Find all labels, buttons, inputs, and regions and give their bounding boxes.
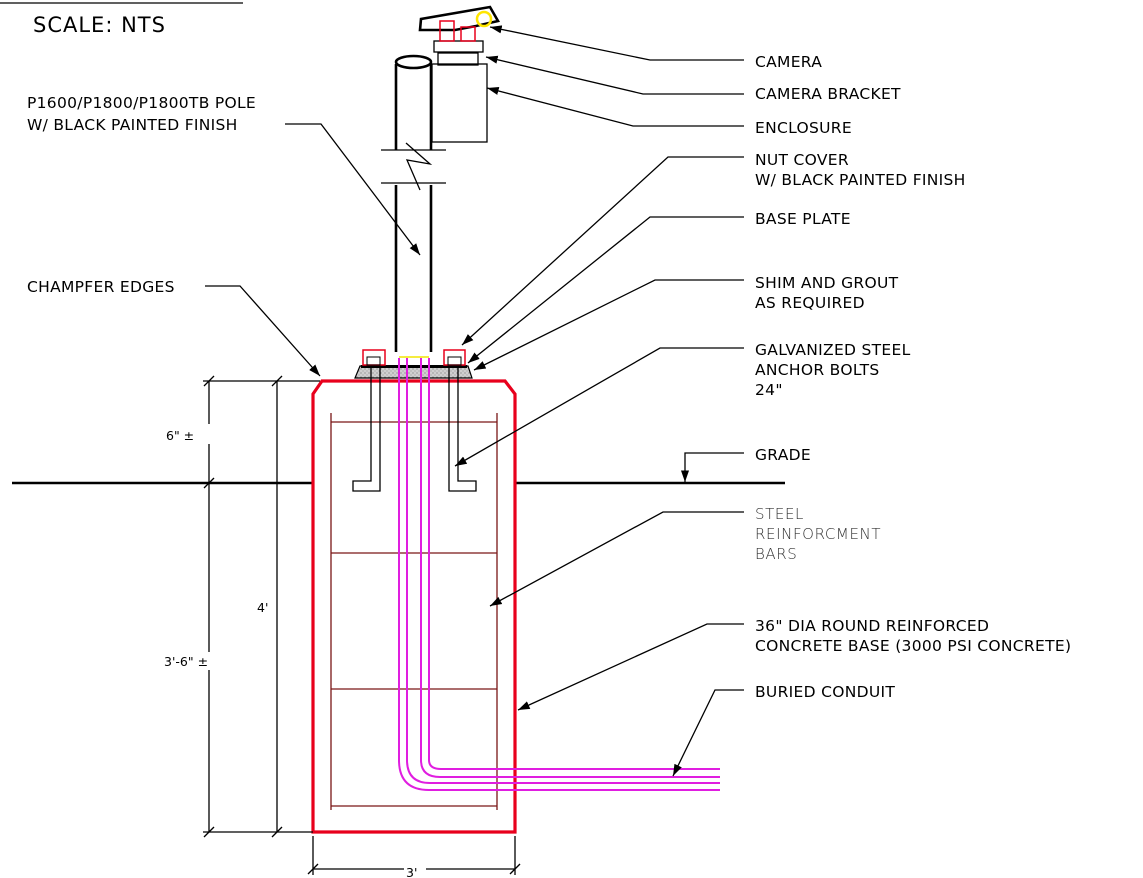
- label-base-2: CONCRETE BASE (3000 PSI CONCRETE): [755, 637, 1071, 655]
- label-anchor-1: GALVANIZED STEEL: [755, 341, 911, 359]
- dimension-labels: 6" ± 3'-6" ± 4' 3': [160, 424, 426, 878]
- label-rebar-3: BARS: [755, 545, 797, 563]
- label-enclosure: ENCLOSURE: [755, 119, 852, 137]
- enclosure: [431, 63, 488, 143]
- dimension-lines: [203, 375, 521, 875]
- label-shim-1: SHIM AND GROUT: [755, 274, 899, 292]
- camera-lens: [475, 10, 493, 28]
- label-anchor-2: ANCHOR BOLTS: [755, 361, 880, 379]
- base-plate: [361, 365, 467, 368]
- label-base-plate: BASE PLATE: [755, 210, 851, 228]
- label-conduit: BURIED CONDUIT: [755, 683, 895, 701]
- label-pole-1: P1600/P1800/P1800TB POLE: [27, 94, 256, 112]
- concrete-foundation: [311, 379, 517, 834]
- label-camera-bracket: CAMERA BRACKET: [755, 85, 901, 103]
- rebar-cage: [330, 413, 498, 810]
- dim-width: 3': [406, 865, 417, 878]
- label-anchor-3: 24": [755, 381, 783, 399]
- dim-below-grade: 3'-6" ±: [164, 654, 208, 669]
- camera-bracket: [433, 40, 484, 66]
- label-champfer: CHAMPFER EDGES: [27, 278, 175, 296]
- label-rebar-1: STEEL: [755, 505, 804, 523]
- callout-labels: CAMERA CAMERA BRACKET ENCLOSURE NUT COVE…: [27, 53, 1071, 701]
- pole: [381, 54, 446, 352]
- scale-label: SCALE: NTS: [33, 13, 166, 37]
- label-rebar-2: REINFORCMENT: [755, 525, 881, 543]
- label-nut-cover-1: NUT COVER: [755, 151, 849, 169]
- dim-above-grade: 6" ±: [166, 428, 194, 443]
- label-pole-2: W/ BLACK PAINTED FINISH: [27, 116, 238, 134]
- label-base-1: 36" DIA ROUND REINFORCED: [755, 617, 989, 635]
- label-nut-cover-2: W/ BLACK PAINTED FINISH: [755, 171, 966, 189]
- leader-lines: [205, 25, 744, 777]
- nut-right: [447, 356, 462, 366]
- nut-left: [366, 356, 381, 366]
- shim-grout: [354, 365, 473, 379]
- buried-conduits: [398, 358, 720, 791]
- base-plate-assembly: [354, 349, 473, 379]
- camera: [418, 5, 500, 42]
- label-camera: CAMERA: [755, 53, 822, 71]
- dim-total-depth: 4': [257, 600, 268, 615]
- label-shim-2: AS REQUIRED: [755, 294, 865, 312]
- label-grade: GRADE: [755, 446, 811, 464]
- anchor-bolts: [352, 367, 477, 492]
- scale-note: SCALE: NTS: [0, 2, 243, 37]
